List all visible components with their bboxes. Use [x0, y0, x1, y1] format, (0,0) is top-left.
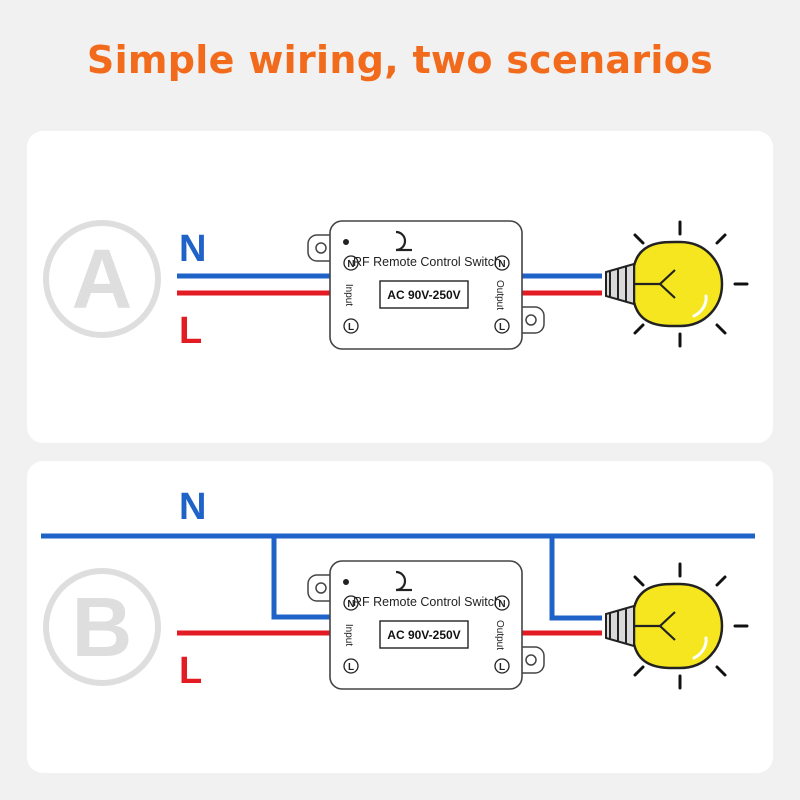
output-side-label: Output	[494, 280, 505, 310]
output-terminal-n: N	[498, 259, 505, 270]
light-bulb-icon	[604, 220, 749, 348]
neutral-label: N	[179, 486, 206, 528]
scenario-b-diagram: B N L RF Remote Control Switch AC 90V-25…	[41, 486, 755, 692]
live-label: L	[179, 650, 202, 692]
neutral-drop-module	[271, 536, 332, 620]
scenario-a-panel: A N L RF Remote Control Switch AC 90V-25…	[27, 131, 773, 443]
scenario-b-panel: B N L RF Remote Control Switch AC 90V-25…	[27, 461, 773, 773]
device-name: RF Remote Control Switch	[353, 595, 501, 609]
output-side-label: Output	[494, 620, 505, 650]
device-voltage: AC 90V-250V	[387, 288, 460, 302]
device-name: RF Remote Control Switch	[353, 255, 501, 269]
input-side-label: Input	[343, 284, 354, 306]
output-terminal-l: L	[499, 662, 505, 673]
input-terminal-n: N	[347, 259, 354, 270]
input-side-label: Input	[343, 624, 354, 646]
neutral-drop-bulb	[549, 536, 602, 621]
input-terminal-l: L	[348, 322, 354, 333]
rf-switch-module: RF Remote Control Switch AC 90V-250V N L…	[307, 220, 545, 350]
light-bulb-icon	[604, 562, 749, 690]
device-voltage: AC 90V-250V	[387, 628, 460, 642]
page-title: Simple wiring, two scenarios	[86, 38, 714, 82]
badge-letter-b: B	[72, 580, 133, 674]
badge-letter-a: A	[72, 232, 133, 326]
scenario-a-badge: A	[43, 220, 161, 338]
scenario-a-diagram: A N L RF Remote Control Switch AC 90V-25…	[43, 220, 749, 352]
input-terminal-l: L	[348, 662, 354, 673]
scenario-b-badge: B	[43, 568, 161, 686]
neutral-label: N	[179, 228, 206, 270]
output-terminal-n: N	[498, 599, 505, 610]
output-terminal-l: L	[499, 322, 505, 333]
rf-switch-module: RF Remote Control Switch AC 90V-250V N L…	[307, 560, 545, 690]
input-terminal-n: N	[347, 599, 354, 610]
live-label: L	[179, 310, 202, 352]
